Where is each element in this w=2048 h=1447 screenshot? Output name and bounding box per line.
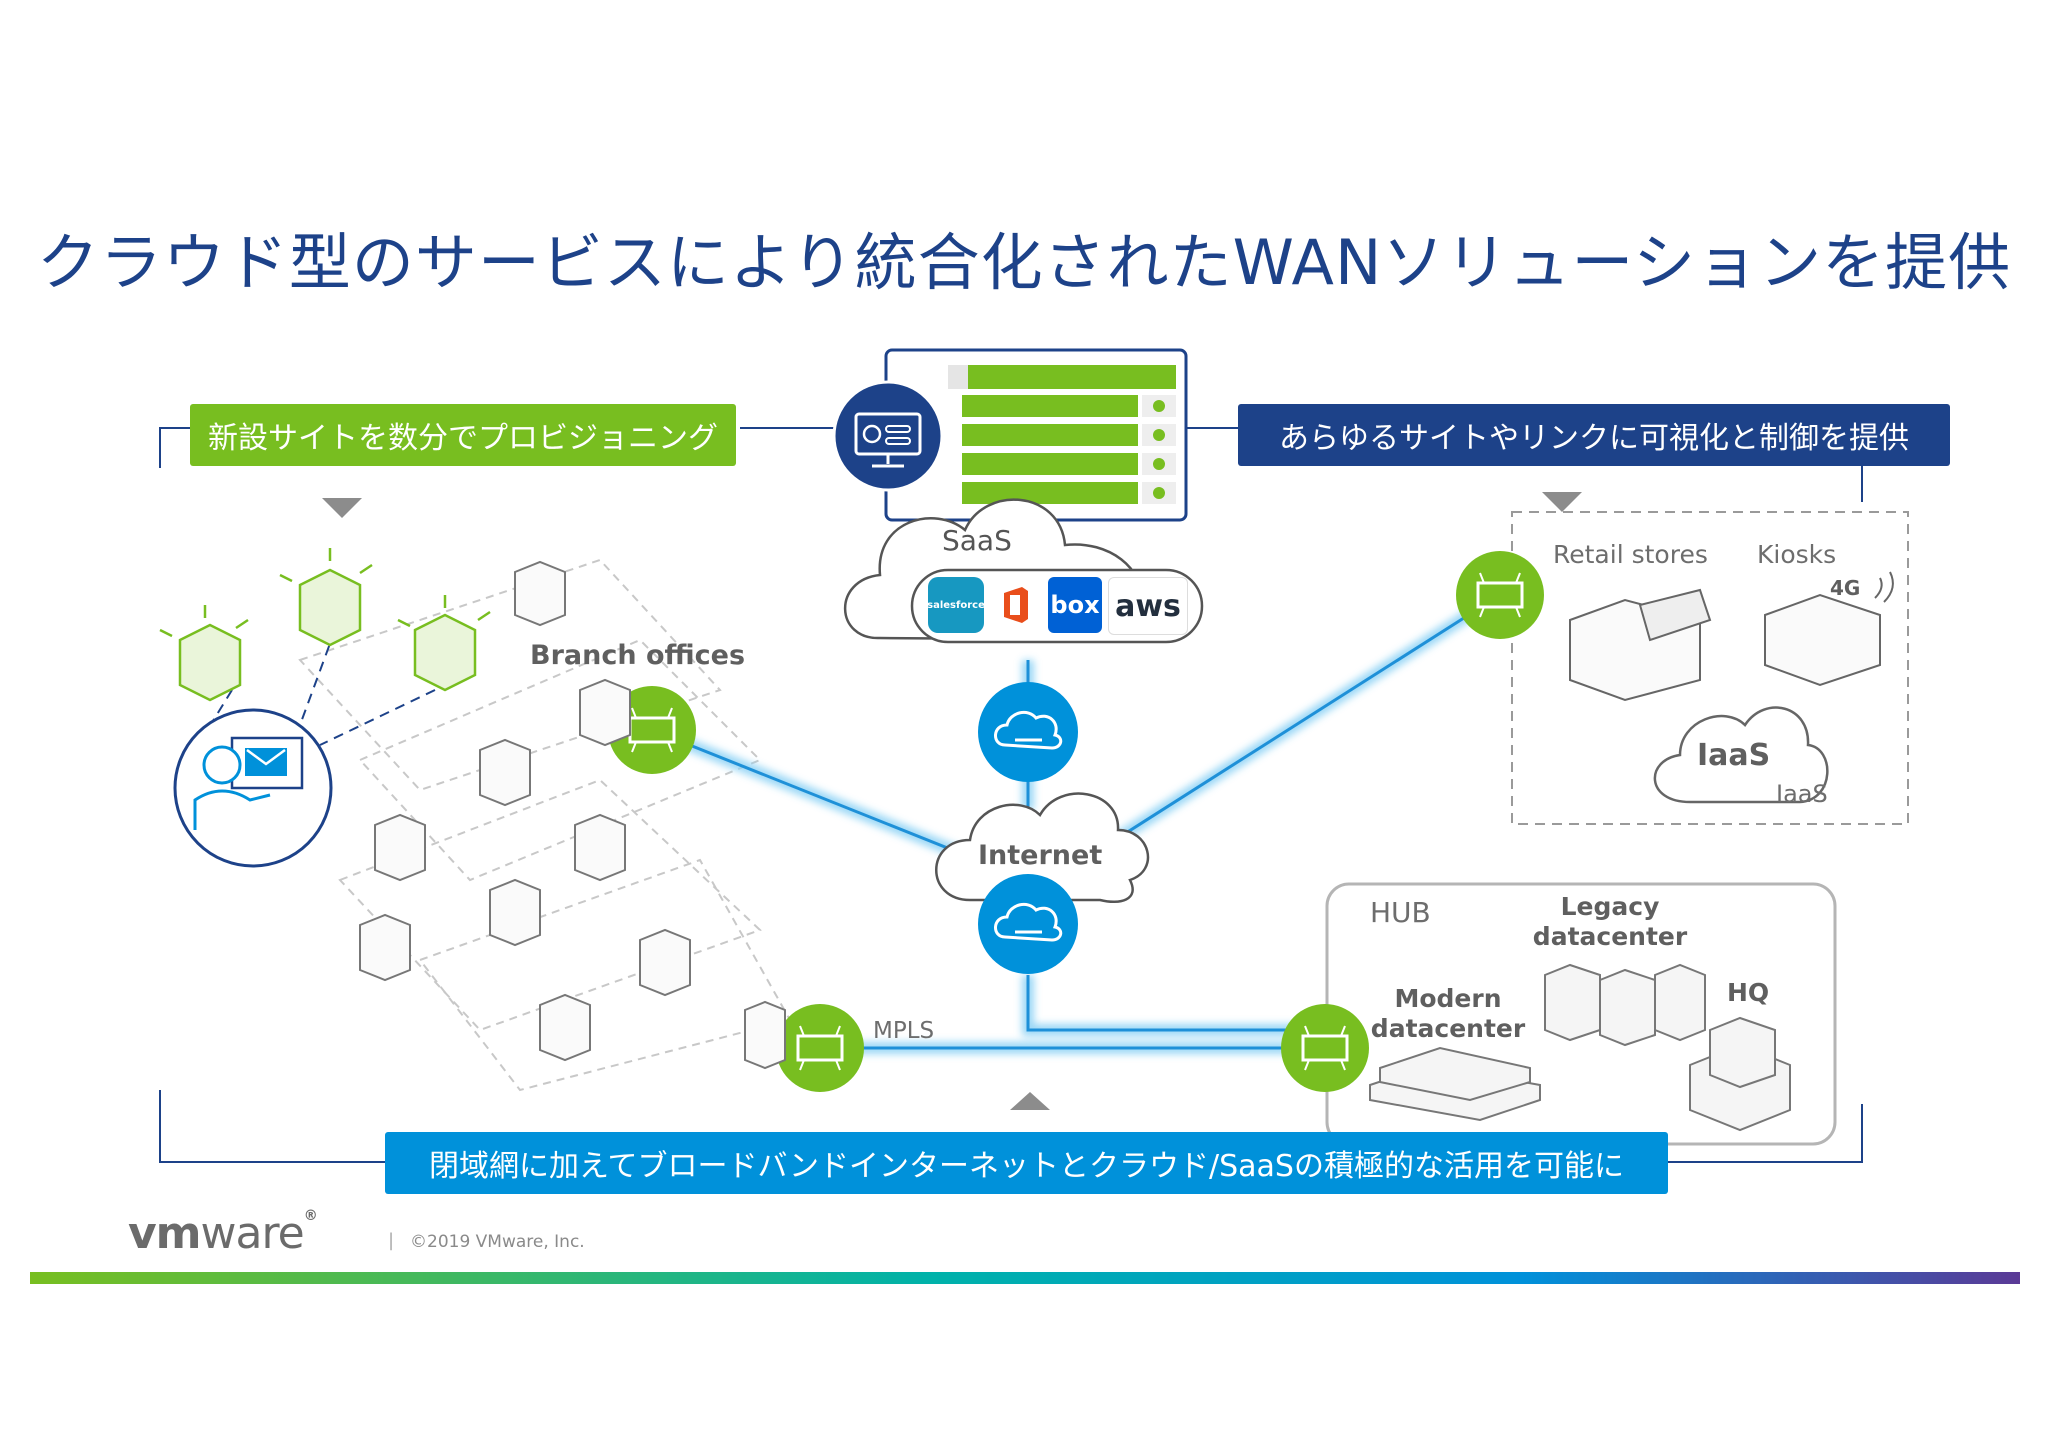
footer-separator: | xyxy=(388,1230,395,1251)
provisioning-banner: 新設サイトを数分でプロビジョニング xyxy=(190,404,736,466)
chevron-up-icon xyxy=(1010,1092,1050,1110)
kiosks-label: Kiosks xyxy=(1757,540,1837,569)
footer-gradient-bar xyxy=(30,1272,2020,1284)
chevron-down-icon xyxy=(322,492,1582,518)
hq-label: HQ xyxy=(1727,978,1770,1007)
salesforce-app-icon: salesforce xyxy=(927,577,985,633)
aws-app-icon: aws xyxy=(1108,577,1188,635)
office-app-icon xyxy=(990,577,1040,633)
four-g-label: 4G xyxy=(1830,576,1861,600)
internet-cloud-icon xyxy=(935,792,1150,904)
modern-datacenter-label: Modern datacenter xyxy=(1370,984,1526,1043)
office-logo-icon xyxy=(1004,587,1028,623)
visibility-banner: あらゆるサイトやリンクに可視化と制御を提供 xyxy=(1238,404,1950,466)
iaas-cloud-label: IaaS xyxy=(1697,738,1771,773)
cloud-gateway-icon xyxy=(978,682,1078,782)
page-title: クラウド型のサービスにより統合化されたWANソリューションを提供 xyxy=(36,226,2012,299)
iaas-label: IaaS xyxy=(1776,780,1828,808)
copyright-text: ©2019 VMware, Inc. xyxy=(410,1232,585,1252)
wifi-signal-icon xyxy=(1874,571,1894,603)
edge-sites-box xyxy=(1511,511,1909,825)
admin-user-icon xyxy=(173,708,333,868)
broadband-banner: 閉域網に加えてブロードバンドインターネットとクラウド/SaaSの積極的な活用を可… xyxy=(385,1132,1668,1194)
broadband-banner-text: 閉域網に加えてブロードバンドインターネットとクラウド/SaaSの積極的な活用を可… xyxy=(429,1149,1624,1184)
mpls-label: MPLS xyxy=(873,1018,935,1044)
provisioned-building-icon xyxy=(178,568,477,702)
branch-dashed-grid xyxy=(298,558,792,1092)
saas-label: SaaS xyxy=(942,524,1012,557)
edge-device-icon xyxy=(1456,551,1544,639)
monitor-dashboard-icon xyxy=(832,380,944,492)
retail-store-icon xyxy=(1569,588,1712,702)
edge-device-icon xyxy=(776,1004,864,1092)
legacy-datacenter-label: Legacy datacenter xyxy=(1532,892,1688,951)
retail-stores-label: Retail stores xyxy=(1553,540,1708,569)
provisioning-links xyxy=(199,629,436,746)
hub-label: HUB xyxy=(1370,896,1431,929)
internet-label: Internet xyxy=(978,840,1103,871)
box-app-icon: box xyxy=(1048,577,1102,633)
iaas-cloud-icon xyxy=(1653,706,1829,804)
vmware-logo: vmware® xyxy=(128,1208,318,1259)
modern-datacenter-icon xyxy=(1369,1046,1541,1122)
branch-offices-label: Branch offices xyxy=(530,640,746,671)
edge-device-icon xyxy=(1281,1004,1369,1092)
visibility-banner-text: あらゆるサイトやリンクに可視化と制御を提供 xyxy=(1279,421,1909,456)
provisioning-banner-text: 新設サイトを数分でプロビジョニング xyxy=(208,421,718,456)
wan-links xyxy=(651,593,1501,1050)
kiosk-icon xyxy=(1764,593,1881,687)
branch-building-icon xyxy=(359,560,786,1070)
orchestrator-dashboard xyxy=(884,348,1188,522)
signal-lines xyxy=(159,548,491,638)
hq-building-icon xyxy=(1689,1016,1791,1132)
legacy-datacenter-icon xyxy=(1544,963,1706,1047)
cloud-gateway-icon xyxy=(978,874,1078,974)
